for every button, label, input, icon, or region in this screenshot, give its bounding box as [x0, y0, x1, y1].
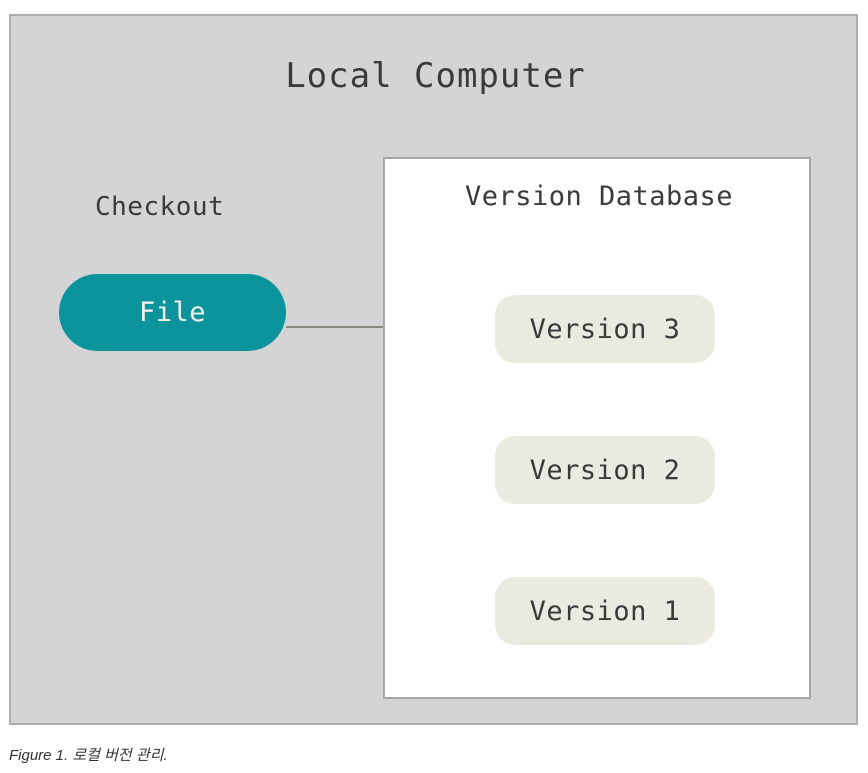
file-node[interactable]: File — [59, 274, 286, 351]
checkout-label: Checkout — [95, 192, 225, 222]
local-computer-title: Local Computer — [285, 56, 586, 96]
figure-caption: Figure 1. 로컬 버전 관리. — [9, 747, 168, 764]
version-node-1[interactable]: Version 1 — [495, 577, 715, 645]
local-computer-frame: Local Computer Checkout File Version Dat… — [9, 14, 858, 725]
version-node-2[interactable]: Version 2 — [495, 436, 715, 504]
version-database-panel: Version Database Version 3 Version 2 Ver… — [383, 157, 811, 699]
version-database-title: Version Database — [464, 181, 734, 212]
version-node-3[interactable]: Version 3 — [495, 295, 715, 363]
